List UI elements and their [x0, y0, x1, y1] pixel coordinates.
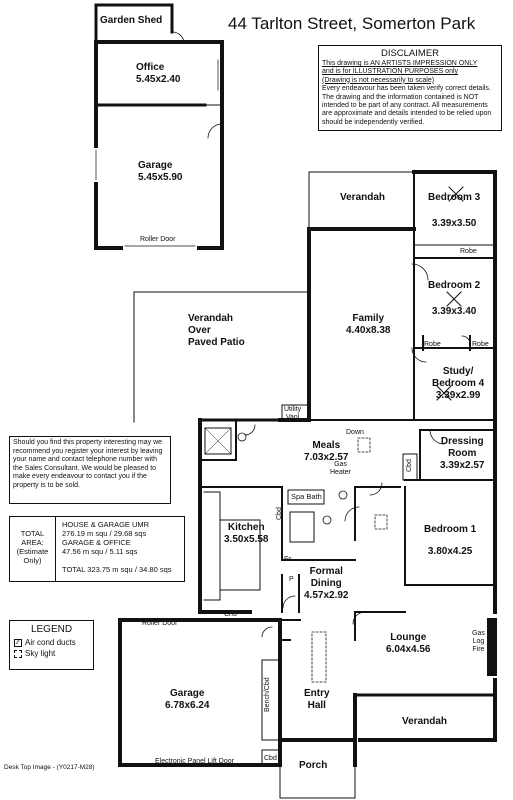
disclaimer-line3: (Drawing is not necessarily to scale) — [322, 76, 435, 84]
robe3-label: Robe — [472, 341, 489, 348]
disclaimer-box: DISCLAIMER This drawing is AN ARTISTS IM… — [318, 45, 502, 131]
robe1-label: Robe — [460, 248, 477, 255]
verandah-top-label: Verandah — [340, 192, 386, 203]
fs-label: Fs — [284, 556, 292, 563]
patio-outline — [133, 291, 310, 423]
bench-cbd-label: Bench/Cbd — [264, 677, 271, 712]
ceiling-fan-icon — [436, 186, 464, 401]
contact-note: Should you find this property interestin… — [9, 436, 171, 504]
verandah-front-label: Verandah — [402, 716, 448, 727]
area-line1: HOUSE & GARAGE UMR — [62, 520, 150, 529]
area-values: HOUSE & GARAGE UMR 276.19 m squ / 29.68 … — [62, 520, 172, 574]
robe2-label: Robe — [424, 341, 441, 348]
house-outer-walls — [118, 170, 497, 767]
electronic-door-label: Electronic Panel Lift Door — [155, 758, 234, 765]
area-line5: TOTAL 323.75 m squ / 34.80 sqs — [62, 565, 172, 574]
interior-walls — [199, 171, 496, 641]
garden-shed-label: Garden Shed — [100, 15, 163, 26]
roller-door-rear-label: Roller Door — [140, 236, 176, 243]
cbd-front-label: Cbd — [264, 755, 277, 762]
disclaimer-heading: DISCLAIMER — [380, 48, 440, 59]
legend-skylight: Sky light — [25, 649, 56, 658]
footer-text: Desk Top Image - (Y0217-M28) — [4, 764, 95, 771]
disclaimer-body: Every endeavour has been taken verify co… — [322, 85, 492, 126]
legend-aircon: Air cond ducts — [25, 638, 76, 647]
area-line2: 276.19 m squ / 29.68 sqs — [62, 529, 147, 538]
page-title: 44 Tarlton Street, Somerton Park — [228, 14, 476, 33]
spa-bath-label: Spa Bath — [291, 492, 322, 501]
air-duct-icon: ⁄⁄ — [14, 638, 22, 647]
skylight-icon — [14, 649, 22, 658]
disclaimer-line1: This drawing is AN ARTISTS IMPRESSION ON… — [322, 60, 478, 67]
legend-box: LEGEND ⁄⁄Air cond ducts Sky light — [9, 620, 94, 670]
verandah-top-outline — [308, 171, 415, 230]
area-line3: GARAGE & OFFICE — [62, 538, 131, 547]
area-table: TOTAL AREA: (Estimate Only) HOUSE & GARA… — [9, 516, 185, 582]
cbd-meals-label: Cbd — [276, 507, 283, 520]
area-line4: 47.56 m squ / 5.11 sqs — [62, 547, 138, 556]
disclaimer-line2: and is for ILLUSTRATION PURPOSES only — [322, 68, 459, 76]
chd-label: Chd — [224, 611, 237, 618]
down-label: Down — [346, 429, 364, 436]
area-label: TOTAL AREA: (Estimate Only) — [10, 517, 56, 581]
roller-door-front-label: Roller Door — [142, 620, 178, 627]
porch-label: Porch — [299, 760, 328, 771]
legend-heading: LEGEND — [30, 624, 73, 635]
p-label: P — [289, 576, 294, 583]
cbd-dressing-label: Cbd — [406, 459, 413, 472]
